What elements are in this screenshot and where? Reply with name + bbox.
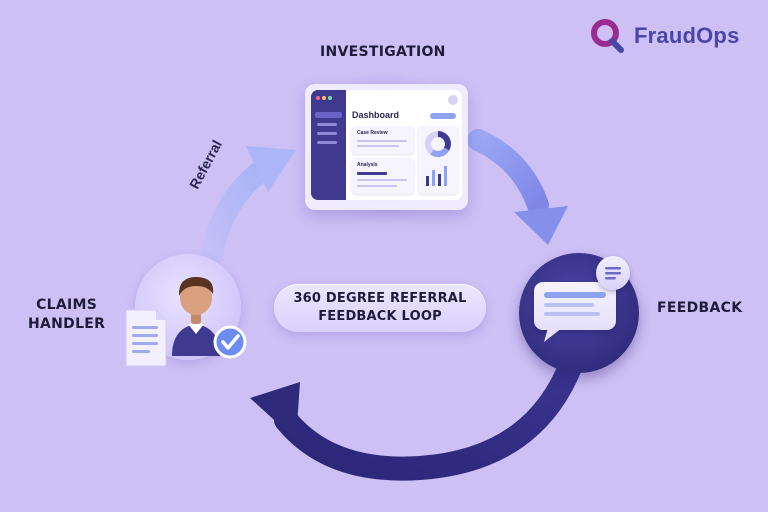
loop-title-line1: 360 DEGREE REFERRAL (293, 291, 467, 306)
feedback-label: FEEDBACK (657, 300, 743, 316)
loop-title-pill: 360 DEGREE REFERRAL FEEDBACK LOOP (274, 284, 486, 332)
dashboard-sidebar (311, 90, 346, 200)
feedback-arrow (467, 129, 568, 245)
case-review-card: Case Review (352, 126, 414, 154)
chat-bubble-icon (534, 282, 616, 342)
donut-chart-icon (425, 131, 451, 186)
claims-handler-illustration (125, 277, 247, 367)
analysis-title: Analysis (357, 162, 378, 168)
checkmark-badge-icon (213, 325, 247, 359)
person-icon (172, 277, 220, 356)
claims-handler-label: CLAIMS HANDLER (28, 296, 105, 334)
brand-name: FraudOps (634, 23, 740, 48)
loop-title-line2: FEEDBACK LOOP (318, 309, 442, 324)
claims-label-line2: HANDLER (28, 316, 106, 332)
referral-arrow (201, 146, 296, 266)
brand-logo: FraudOps (590, 16, 740, 56)
chart-card (418, 126, 458, 194)
claims-label-line1: CLAIMS (36, 297, 98, 313)
message-lines-icon (596, 256, 630, 290)
return-arrow (250, 350, 584, 481)
analysis-card: Analysis (352, 158, 414, 194)
magnifier-logo-icon (590, 18, 626, 54)
case-review-title: Case Review (357, 130, 388, 136)
document-icon (125, 309, 167, 367)
avatar-dot-icon (448, 95, 458, 105)
dashboard-button (430, 113, 456, 119)
dashboard-title: Dashboard (352, 110, 400, 120)
investigation-label: INVESTIGATION (320, 44, 446, 60)
